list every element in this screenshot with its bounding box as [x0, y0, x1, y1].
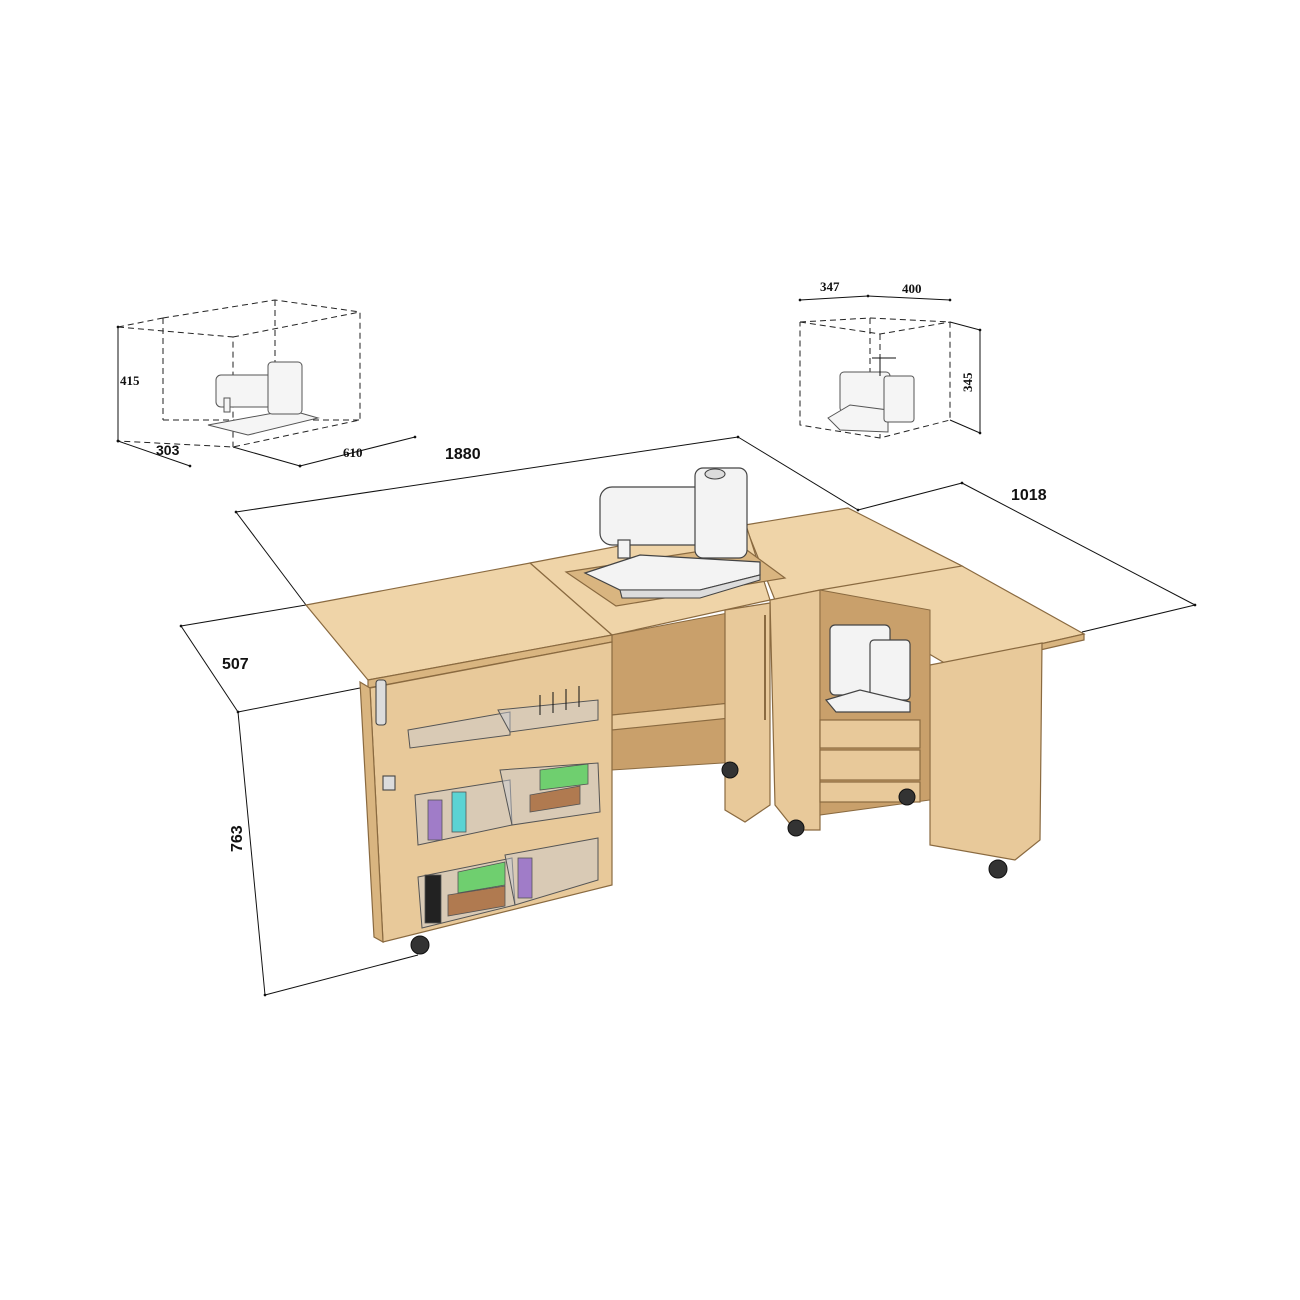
sewing-machine-width-label: 610 — [343, 445, 363, 460]
sewing-machine-icon — [207, 361, 320, 436]
overlock-height-label: 345 — [960, 372, 975, 392]
overlock-in-cabinet — [824, 624, 911, 713]
sewing-machine-size-box: 415 303 610 — [116, 299, 417, 468]
drawer-top[interactable] — [819, 719, 921, 749]
hook — [375, 679, 387, 726]
storage-baskets — [414, 762, 601, 929]
drawer-middle[interactable] — [819, 749, 921, 781]
power-switch[interactable] — [382, 775, 396, 791]
overlock-size-box: 347 400 345 — [798, 279, 982, 439]
sewing-cabinet — [304, 467, 1086, 955]
depth-label: 507 — [222, 656, 249, 673]
total-width-label: 1880 — [445, 446, 481, 463]
sewing-machine — [583, 467, 761, 599]
center-support-panel — [724, 602, 771, 823]
overlock-depth-label: 347 — [820, 279, 840, 294]
right-cabinet-side — [769, 589, 821, 831]
right-support-panel — [929, 642, 1043, 861]
sewing-machine-height-label: 415 — [120, 373, 140, 388]
cabinet-dimension-lines — [179, 435, 1197, 997]
overlock-icon — [827, 357, 915, 433]
open-leaf-depth-label: 1018 — [1011, 487, 1047, 504]
thread-tray — [407, 686, 599, 749]
height-label: 763 — [229, 825, 246, 852]
sewing-machine-depth-label: 303 — [156, 442, 180, 458]
drawer-bottom[interactable] — [819, 781, 921, 803]
caster-wheels — [410, 761, 1008, 955]
overlock-width-label: 400 — [902, 281, 922, 296]
